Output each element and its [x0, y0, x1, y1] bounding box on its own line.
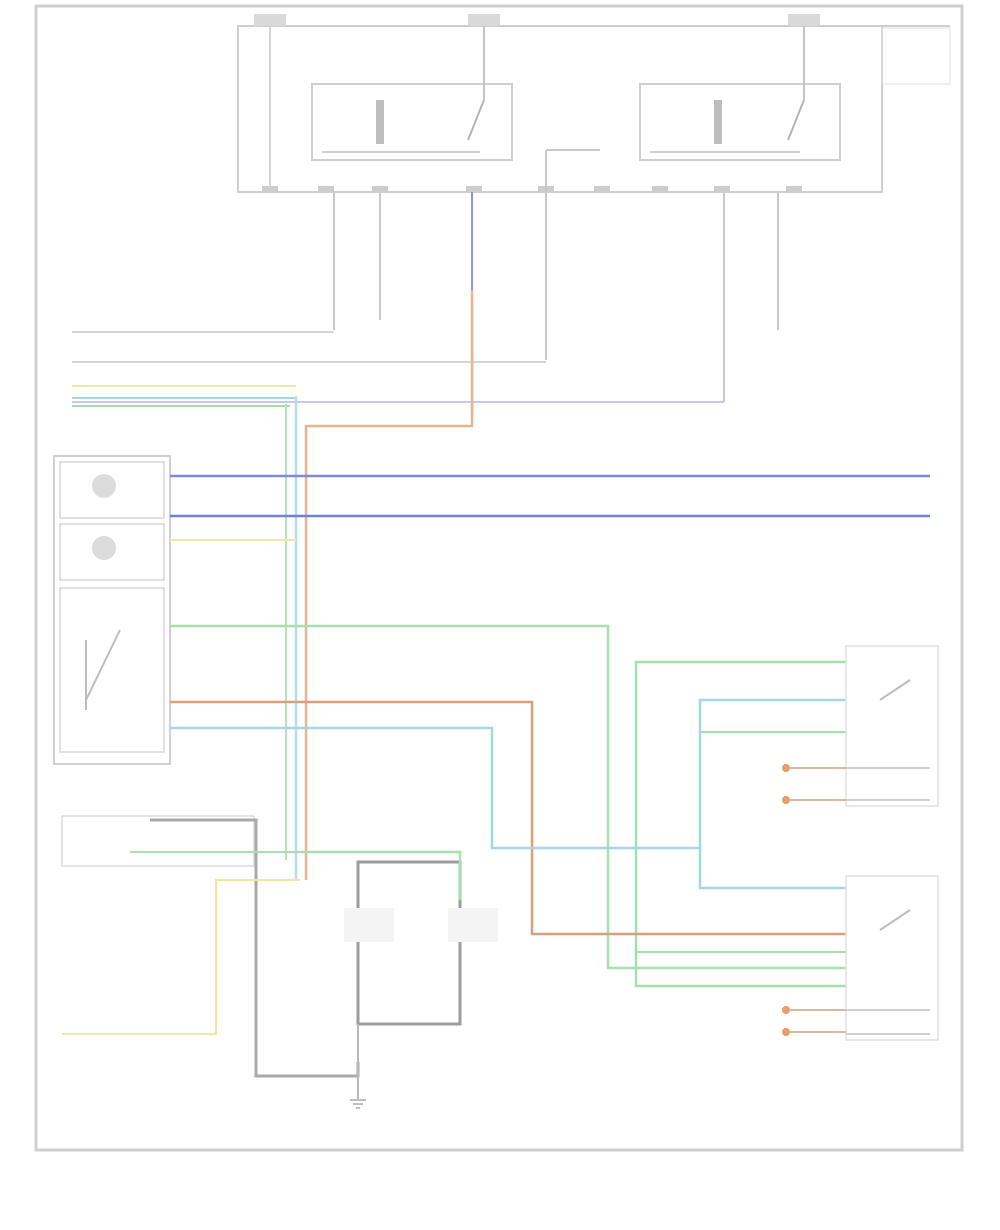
- module-outline: [356, 860, 462, 1026]
- fuse-block-outline: [237, 25, 883, 193]
- green-wire-top: [170, 624, 846, 970]
- page-border: [34, 4, 964, 1152]
- orange-trunk: [304, 290, 474, 880]
- switch-section-2: [59, 523, 165, 581]
- light-blue-wire-mid: [170, 726, 700, 850]
- ground-icon: [350, 1099, 366, 1109]
- component-switch: [879, 679, 911, 701]
- fuse-b: [468, 14, 500, 26]
- left-feeds: [72, 331, 724, 407]
- lamp-icon: [92, 536, 116, 560]
- component-switch: [879, 909, 911, 931]
- pin: [594, 186, 610, 192]
- pin: [262, 186, 278, 192]
- diode-icon: [782, 764, 790, 772]
- relay-coil-left: [376, 100, 384, 144]
- green-wire-right-loop: [634, 660, 846, 988]
- relay-box-left: [311, 83, 513, 161]
- green-wire-module: [300, 850, 462, 900]
- diode-icon: [782, 1006, 790, 1014]
- orange-wire-mid: [170, 700, 846, 936]
- relay-switch-left: [467, 99, 485, 141]
- lamp-icon: [92, 474, 116, 498]
- module-label-block: [448, 908, 498, 942]
- module-label-block: [344, 908, 394, 942]
- pin: [318, 186, 334, 192]
- fuse-c: [788, 14, 820, 26]
- fuse-a: [254, 14, 286, 26]
- diode-icon: [782, 1028, 790, 1036]
- lower-left-connector: [61, 815, 360, 1078]
- right-upper-component: [782, 645, 939, 807]
- relay-box-right: [639, 83, 841, 161]
- switch-section-3: [59, 587, 165, 753]
- relay-switch-right: [787, 99, 805, 141]
- diode-icon: [782, 796, 790, 804]
- switch-section-1: [59, 461, 165, 519]
- connector-outline: [61, 815, 255, 867]
- pin: [652, 186, 668, 192]
- right-lower-component: [782, 875, 939, 1041]
- pin: [714, 186, 730, 192]
- light-blue-wire-right: [698, 698, 846, 890]
- component-outline: [845, 875, 939, 1041]
- switch-contact: [85, 629, 121, 701]
- pin: [372, 186, 388, 192]
- underhood-fuse-block: [237, 14, 951, 193]
- pin: [786, 186, 802, 192]
- left-switch-module: [53, 455, 171, 765]
- switch-housing: [53, 455, 171, 765]
- center-module: [300, 850, 498, 1100]
- yellow-wire-lower: [62, 879, 300, 1035]
- fuse-block-leads: [333, 149, 779, 402]
- component-outline: [845, 645, 939, 807]
- corner-note-box: [881, 27, 951, 85]
- relay-coil-right: [714, 100, 722, 144]
- pin: [466, 186, 482, 192]
